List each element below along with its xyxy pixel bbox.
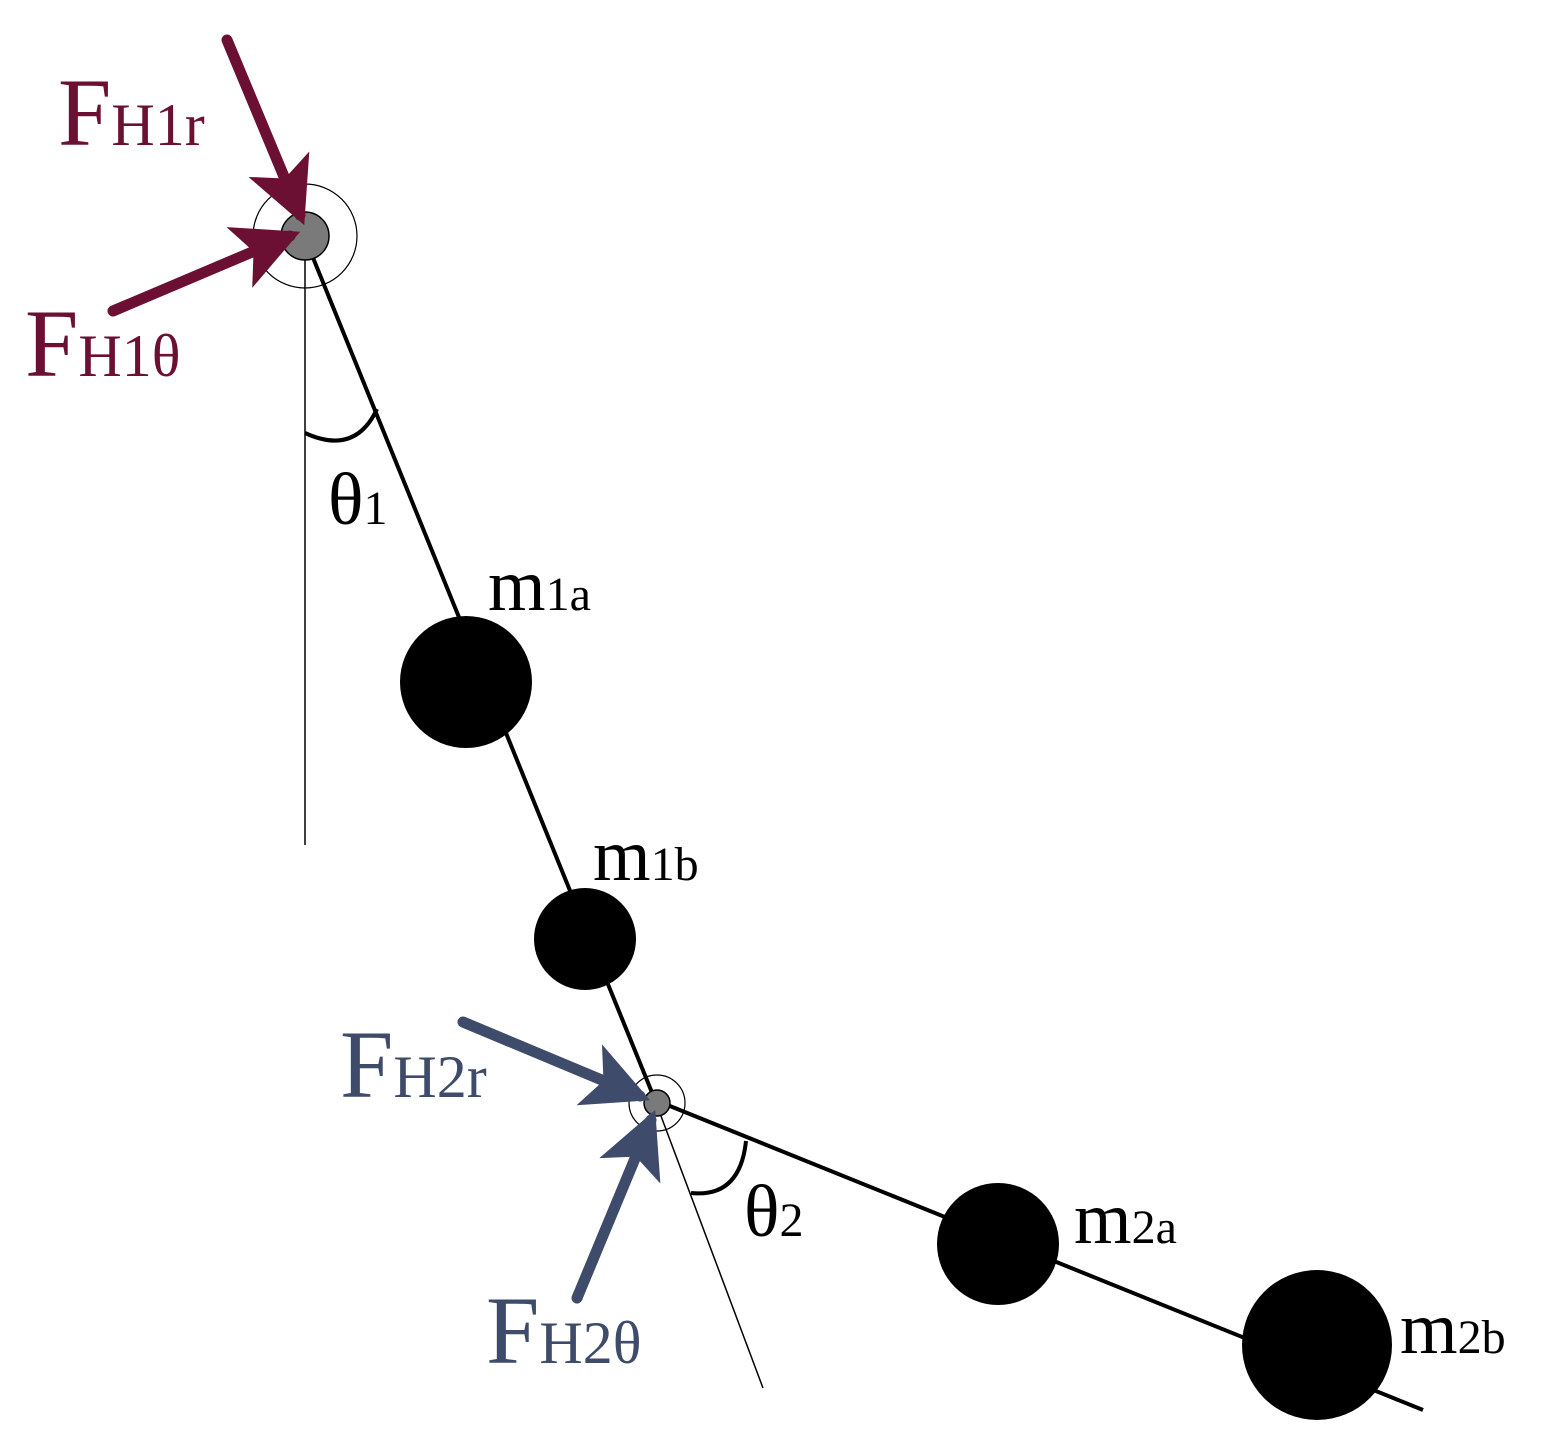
mass-1b [534,888,636,990]
force-arrow-h2theta [571,1109,661,1304]
label-m2a: m2a [1074,1178,1177,1260]
label-m1a: m1a [488,545,591,627]
mass-2a [937,1183,1059,1305]
hip-joint-2 [643,1089,671,1117]
label-f-h1theta: FH1θ [25,290,180,397]
label-theta2: θ2 [744,1171,803,1253]
force-arrow-h1theta [107,227,301,317]
label-m2b: m2b [1400,1288,1506,1370]
label-f-h2r: FH2r [340,1011,487,1118]
theta1-arc [304,408,379,443]
mass-2b [1242,1270,1392,1420]
label-f-h1r: FH1r [58,59,205,166]
label-theta1: θ1 [328,459,387,541]
theta2-arc [690,1140,748,1196]
label-f-h2theta: FH2θ [486,1277,641,1384]
force-arrow-h2r [457,1016,651,1106]
force-arrow-h1r [221,34,310,226]
extension-reference-line-2 [654,1099,764,1389]
label-m1b: m1b [593,815,699,897]
mass-1a [400,616,532,748]
